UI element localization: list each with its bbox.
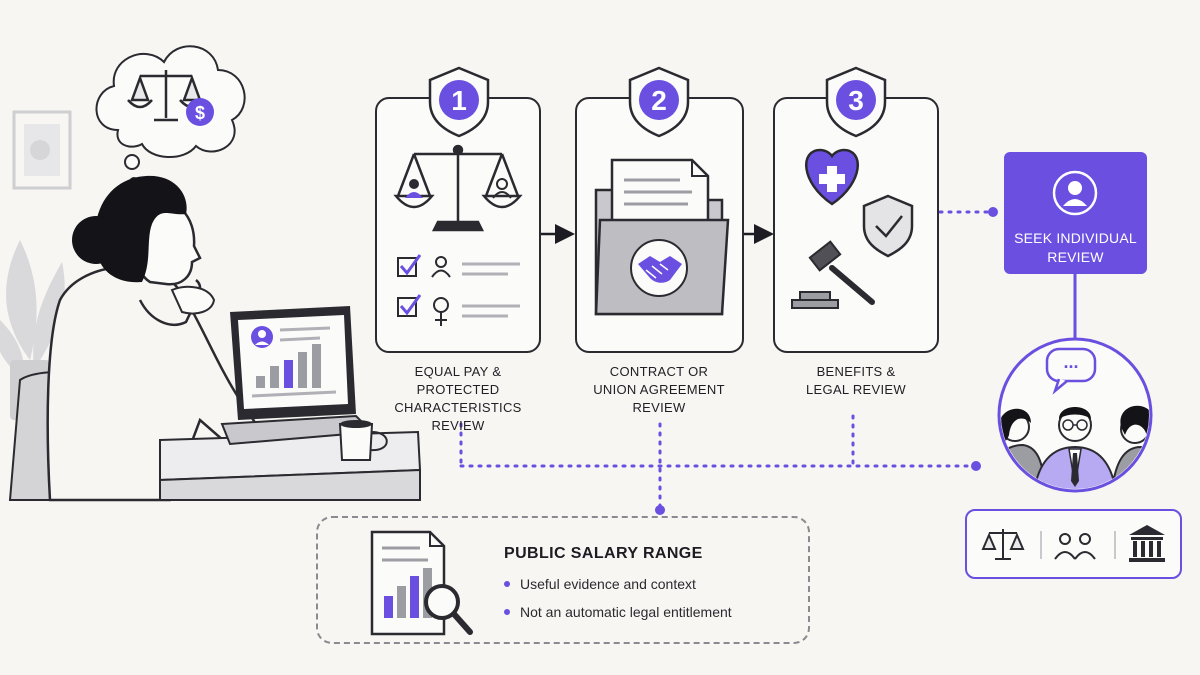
public-salary-range-box: PUBLIC SALARY RANGE Useful evidence and … — [316, 516, 810, 644]
step-3-line-1: BENEFITS & — [816, 364, 896, 379]
step-number-1: 1 — [451, 85, 467, 116]
step-2-line-2: UNION AGREEMENT — [593, 382, 725, 397]
step-number-2: 2 — [651, 85, 667, 116]
checkbox-icon — [397, 254, 422, 277]
shield-check-icon — [862, 194, 914, 258]
step-2-line-3: REVIEW — [632, 400, 686, 415]
step-2-line-1: CONTRACT OR — [609, 364, 709, 379]
shield-badge-3: 3 — [825, 66, 887, 138]
report-magnifier-icon — [370, 530, 473, 636]
woman-figure — [46, 175, 284, 502]
mug-icon — [338, 420, 388, 461]
step-1-line-3: REVIEW — [431, 418, 485, 433]
dollar-coin-icon: $ — [186, 98, 214, 126]
wall-frame-icon — [12, 110, 72, 190]
public-salary-bullet-1: Useful evidence and context — [504, 576, 696, 592]
step-label-1: EQUAL PAY & PROTECTED CHARACTERISTICS RE… — [358, 363, 558, 435]
speech-ellipsis: ... — [1063, 352, 1078, 372]
shield-badge-2: 2 — [628, 66, 690, 138]
group-icon — [1054, 533, 1096, 560]
consultation-circle: ... — [997, 337, 1153, 493]
seek-individual-review-box: SEEK INDIVIDUAL REVIEW — [1004, 152, 1147, 274]
speech-bubble-icon: ... — [1045, 347, 1097, 395]
checkbox-icon — [397, 294, 422, 317]
gavel-icon — [791, 240, 875, 309]
scales-people-icon — [393, 144, 523, 232]
user-avatar-icon — [1052, 170, 1098, 216]
courthouse-icon — [1129, 525, 1165, 562]
tools-box — [965, 509, 1182, 579]
scales-icon — [127, 70, 205, 122]
step-1-line-2: PROTECTED CHARACTERISTICS — [394, 382, 522, 415]
scales-icon — [981, 529, 1025, 560]
shield-badge-1: 1 — [428, 66, 490, 138]
step-label-2: CONTRACT OR UNION AGREEMENT REVIEW — [559, 363, 759, 417]
step-number-3: 3 — [848, 85, 864, 116]
public-salary-title: PUBLIC SALARY RANGE — [504, 545, 703, 562]
laptop-icon — [220, 306, 375, 446]
seek-line-1: SEEK INDIVIDUAL — [1014, 230, 1137, 246]
seek-label: SEEK INDIVIDUAL REVIEW — [1004, 229, 1147, 267]
person-icon — [431, 256, 451, 278]
dotted-collector — [459, 414, 977, 512]
step-3-line-2: LEGAL REVIEW — [806, 382, 906, 397]
step-1-line-1: EQUAL PAY & — [414, 364, 502, 379]
svg-text:$: $ — [195, 103, 205, 123]
public-salary-bullet-2: Not an automatic legal entitlement — [504, 604, 732, 620]
heart-plus-icon — [805, 148, 859, 206]
step-label-3: BENEFITS & LEGAL REVIEW — [756, 363, 956, 399]
seek-line-2: REVIEW — [1047, 249, 1104, 265]
female-symbol-icon — [433, 297, 449, 326]
handshake-icon — [630, 239, 688, 297]
